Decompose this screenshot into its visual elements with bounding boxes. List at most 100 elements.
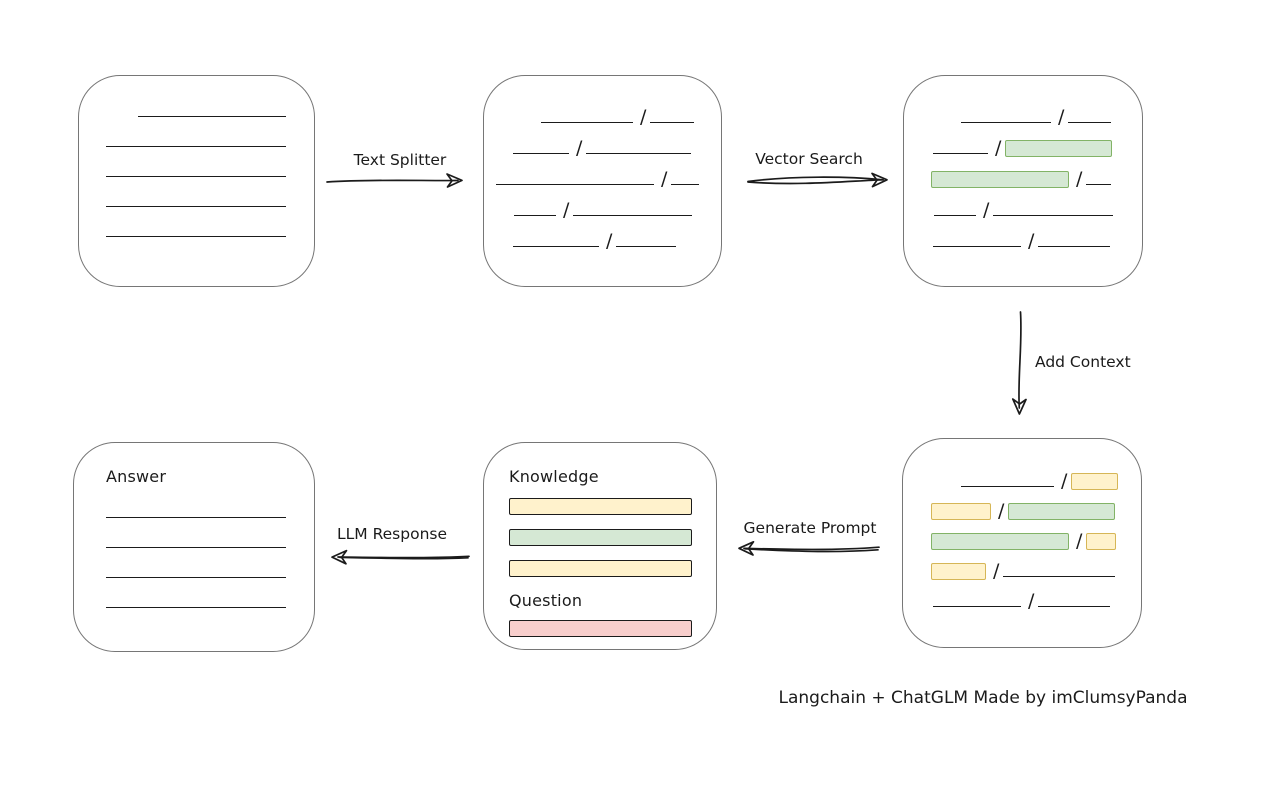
text-line [961, 122, 1051, 123]
text-line [1003, 576, 1116, 577]
text-line [993, 215, 1114, 216]
text-row: / [513, 126, 721, 159]
text-line [513, 153, 569, 154]
vector-search-label: Vector Search [755, 150, 863, 168]
text-splitter-label: Text Splitter [353, 151, 447, 169]
text-line [1038, 606, 1111, 607]
answer-heading: Answer [106, 467, 167, 486]
text-row [106, 180, 314, 210]
text-row [106, 150, 314, 180]
text-row: / [961, 460, 1141, 492]
text-line [1068, 122, 1112, 123]
text-row: / [513, 219, 721, 252]
text-row: / [933, 219, 1142, 252]
text-line [106, 517, 286, 518]
text-line [933, 246, 1021, 247]
yellow-highlight-chip [931, 503, 991, 520]
generate-prompt-arrow [738, 540, 880, 556]
context-chunks-box: / / / / / [902, 438, 1142, 648]
text-line [106, 176, 286, 177]
llm-response-label: LLM Response [336, 525, 448, 543]
text-line [106, 236, 286, 237]
credit-caption: Langchain + ChatGLM Made by imClumsyPand… [778, 688, 1188, 708]
green-highlight-chip [1008, 503, 1116, 520]
prompt-box: Knowledge Question [483, 442, 717, 650]
green-highlight-chip [931, 171, 1069, 188]
question-bars [509, 620, 716, 637]
text-row [106, 521, 314, 551]
yellow-bar [509, 498, 692, 515]
green-highlight-chip [1005, 140, 1113, 157]
text-row [138, 90, 314, 120]
slash-separator: / [995, 137, 1002, 159]
slash-separator: / [1076, 168, 1083, 190]
text-row: / [934, 188, 1142, 221]
yellow-highlight-chip [931, 563, 986, 580]
slash-separator: / [983, 199, 990, 221]
text-line [573, 215, 693, 216]
add-context-arrow [1011, 311, 1027, 415]
slash-separator: / [1061, 470, 1068, 492]
text-row: / [931, 520, 1141, 552]
text-row: / [933, 126, 1142, 159]
text-row [106, 120, 314, 150]
slash-separator: / [1076, 530, 1083, 552]
text-line [106, 547, 286, 548]
vector-search-arrow [747, 172, 888, 188]
text-row: / [541, 95, 721, 128]
text-line [961, 486, 1054, 487]
text-line [496, 184, 654, 185]
split-chunks-box: / / / / / [483, 75, 722, 287]
text-row [106, 551, 314, 581]
add-context-label: Add Context [1035, 353, 1131, 371]
text-line [933, 153, 988, 154]
slash-separator: / [661, 168, 668, 190]
text-line [616, 246, 677, 247]
green-bar [509, 529, 692, 546]
text-row: / [933, 580, 1141, 612]
slash-separator: / [563, 199, 570, 221]
generate-prompt-label: Generate Prompt [743, 519, 877, 537]
text-line [106, 607, 286, 608]
text-row [106, 491, 314, 521]
text-line [138, 116, 286, 117]
green-highlight-chip [931, 533, 1069, 550]
knowledge-bars [509, 498, 716, 577]
yellow-bar [509, 560, 692, 577]
slash-separator: / [576, 137, 583, 159]
text-line [586, 153, 692, 154]
text-line [934, 215, 976, 216]
slash-separator: / [606, 230, 613, 252]
text-line [1086, 184, 1112, 185]
answer-box: Answer [73, 442, 315, 652]
text-row [106, 581, 314, 611]
text-line [1038, 246, 1111, 247]
question-heading: Question [509, 591, 583, 610]
answer-lines [106, 491, 314, 611]
slash-separator: / [640, 106, 647, 128]
text-line [106, 206, 286, 207]
text-line [671, 184, 700, 185]
slash-separator: / [1028, 230, 1035, 252]
text-row: / [514, 188, 721, 221]
text-line [650, 122, 695, 123]
text-row [106, 210, 314, 240]
text-line [514, 215, 556, 216]
text-line [106, 146, 286, 147]
yellow-highlight-chip [1086, 533, 1117, 550]
slash-separator: / [1058, 106, 1065, 128]
text-line [541, 122, 633, 123]
knowledge-heading: Knowledge [509, 467, 599, 486]
text-row: / [961, 95, 1142, 128]
vector-search-results-box: / / / / / [903, 75, 1143, 287]
red-bar [509, 620, 692, 637]
text-row: / [496, 157, 721, 190]
text-line [106, 577, 286, 578]
slash-separator: / [1028, 590, 1035, 612]
text-row: / [931, 490, 1141, 522]
text-row: / [931, 550, 1141, 582]
slash-separator: / [993, 560, 1000, 582]
text-row: / [931, 157, 1142, 190]
slash-separator: / [998, 500, 1005, 522]
